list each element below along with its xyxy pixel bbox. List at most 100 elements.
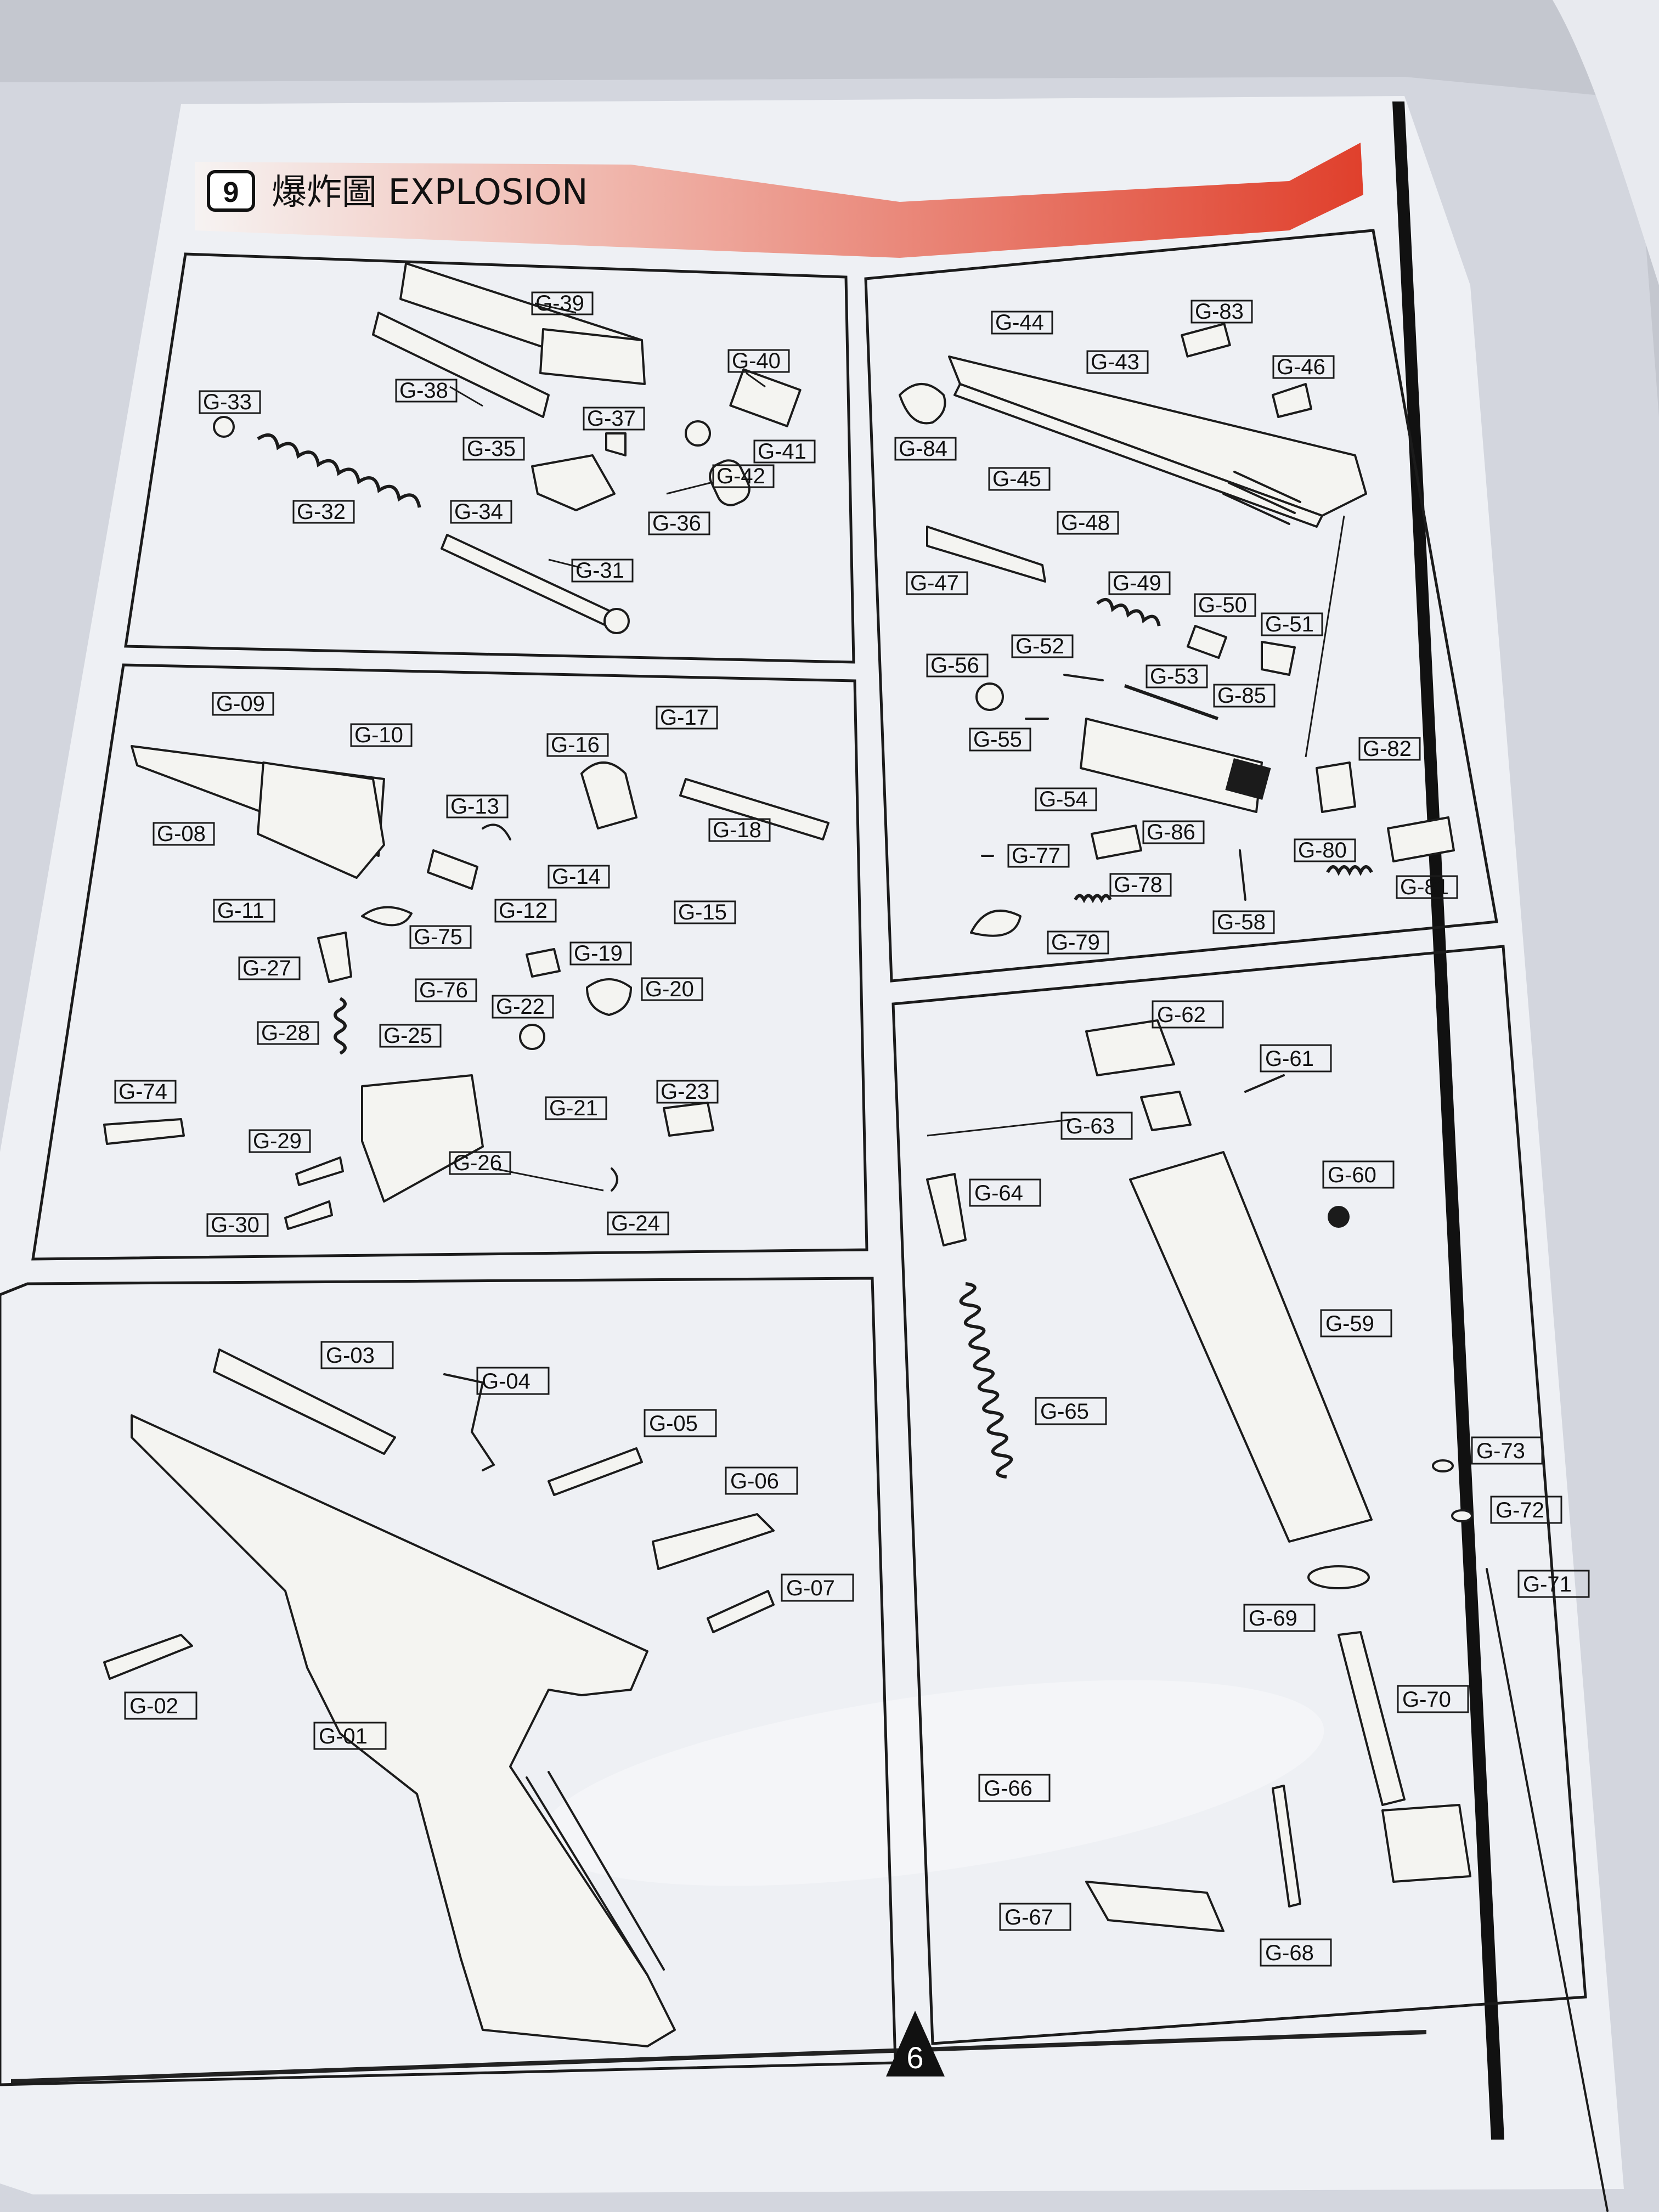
panel-trigger-assembly: G-09 G-17 G-10 G-16 G-13 G-18 G-08 G-14 …: [31, 663, 868, 1261]
fill-valve-part: [1272, 1785, 1301, 1908]
callout-g58: G-58: [1217, 910, 1266, 934]
callout-g49: G-49: [1113, 571, 1161, 595]
panel-frame: [124, 252, 855, 664]
callout-g26: G-26: [453, 1151, 502, 1175]
nozzle-spring: [1096, 597, 1161, 627]
washer-part: [1432, 1459, 1454, 1472]
slide-stop-part: [257, 761, 385, 879]
callout-g09: G-09: [216, 692, 265, 716]
recoil-spring: [257, 433, 421, 508]
callout-g59: G-59: [1325, 1312, 1374, 1336]
nozzle-guide-part: [1261, 641, 1296, 676]
callout-g55: G-55: [973, 727, 1022, 752]
pin-part: [103, 1118, 185, 1145]
rod-part: [1486, 1568, 1609, 2212]
callout-g51: G-51: [1265, 612, 1314, 636]
callout-g73: G-73: [1476, 1439, 1525, 1463]
callout-g84: G-84: [899, 437, 947, 461]
follower-rod-part: [926, 1173, 967, 1246]
section-number-box: [207, 170, 255, 212]
leader-line: [666, 482, 711, 495]
callout-g37: G-37: [587, 407, 636, 431]
callout-g24: G-24: [611, 1211, 660, 1235]
callout-g19: G-19: [574, 941, 623, 966]
slide-lock-part: [652, 1513, 775, 1570]
cocking-handle-part: [899, 383, 946, 425]
callout-g48: G-48: [1061, 511, 1110, 535]
callout-g82: G-82: [1363, 737, 1412, 761]
inner-barrel-part: [372, 312, 550, 418]
callout-g25: G-25: [383, 1024, 432, 1048]
callout-g05: G-05: [649, 1412, 698, 1436]
spring-cap-part: [213, 416, 235, 438]
callout-g01: G-01: [319, 1724, 368, 1748]
callout-g52: G-52: [1015, 634, 1064, 658]
callout-g68: G-68: [1265, 1941, 1314, 1965]
callout-g75: G-75: [414, 925, 462, 949]
panel-frame: [31, 663, 868, 1261]
callout-g13: G-13: [450, 794, 499, 819]
callout-g23: G-23: [661, 1080, 709, 1104]
rear-sight-part: [1181, 323, 1231, 358]
housing-block: [1225, 758, 1271, 800]
panel-frame: [0, 1277, 897, 2086]
callout-g03: G-03: [326, 1344, 375, 1368]
leader-line: [1305, 515, 1345, 758]
hammer-strut-part: [526, 948, 561, 978]
cylinder-part: [975, 682, 1004, 711]
panel-slide-assembly: G-44 G-83 G-43 G-46 G-84 G-45 G-48 G-47 …: [864, 229, 1498, 983]
trigger-housing-part: [361, 1074, 484, 1203]
panel-frame: [891, 945, 1587, 2045]
callout-g44: G-44: [995, 311, 1044, 335]
outer-barrel-block: [539, 328, 646, 385]
barrel-lug-part: [605, 432, 627, 456]
nozzle-valve-part: [1186, 624, 1228, 659]
callout-g61: G-61: [1265, 1047, 1314, 1071]
callout-g10: G-10: [354, 723, 403, 747]
spring-wire-part: [482, 823, 511, 840]
callout-g62: G-62: [1157, 1003, 1206, 1027]
pin-part: [707, 1590, 775, 1633]
latch-part: [1387, 816, 1455, 862]
callout-g46: G-46: [1277, 355, 1325, 379]
o-ring-part: [1307, 1565, 1370, 1589]
callout-g74: G-74: [119, 1080, 167, 1104]
frame-grip-part: [131, 1414, 676, 2047]
callout-g32: G-32: [297, 500, 346, 524]
callout-g12: G-12: [499, 899, 548, 923]
section-number: 9: [223, 177, 239, 208]
page-number-marker: 6: [886, 2011, 945, 2076]
callout-g30: G-30: [211, 1213, 259, 1237]
decocker-part: [361, 906, 413, 927]
leader-line: [548, 558, 582, 569]
spring-clip-part: [611, 1167, 618, 1192]
callout-g83: G-83: [1195, 300, 1244, 324]
leader-line: [746, 372, 766, 388]
callout-g42: G-42: [716, 464, 765, 488]
panel-frame-assembly: G-03 G-04 G-05 G-06 G-07 G-02 G-01: [0, 1277, 897, 2086]
callout-g04: G-04: [482, 1369, 531, 1393]
callout-g20: G-20: [645, 977, 694, 1001]
callout-g35: G-35: [467, 437, 516, 461]
slide-side: [953, 383, 1323, 528]
callout-g60: G-60: [1328, 1163, 1376, 1187]
section-header: 9 爆炸圖 EXPLOSION: [195, 143, 1363, 258]
callout-g56: G-56: [930, 653, 979, 678]
callout-g02: G-02: [129, 1694, 178, 1718]
callout-g70: G-70: [1402, 1688, 1451, 1712]
callout-g41: G-41: [758, 439, 806, 464]
ejector-part: [663, 1102, 714, 1137]
callout-g36: G-36: [652, 511, 701, 535]
barrel-bushing-part: [709, 459, 751, 506]
callout-g34: G-34: [454, 500, 503, 524]
right-margin-rule: [1392, 101, 1504, 2140]
callout-g06: G-06: [730, 1469, 779, 1493]
callout-g71: G-71: [1523, 1572, 1572, 1596]
hopup-rubber-part: [685, 420, 711, 447]
leader-line: [927, 1118, 1076, 1137]
callout-g64: G-64: [974, 1181, 1023, 1205]
callout-g69: G-69: [1249, 1606, 1297, 1630]
callout-g65: G-65: [1040, 1400, 1089, 1424]
callout-g45: G-45: [992, 467, 1041, 491]
